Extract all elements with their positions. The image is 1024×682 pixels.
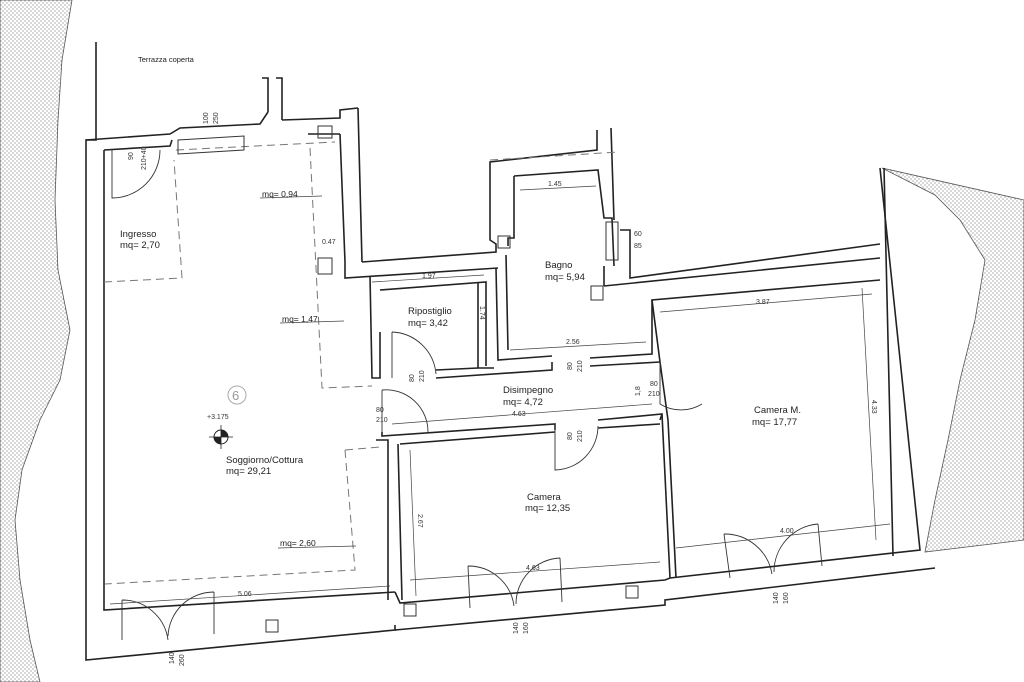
- open-win3-h: 160: [783, 592, 790, 604]
- label-bagno: Bagno: [545, 260, 572, 271]
- open-sog-w: 80: [376, 407, 384, 414]
- terrain-right: [881, 167, 1024, 553]
- area-ingresso: mq= 2,70: [120, 240, 160, 251]
- dim-506: 5.06: [238, 591, 252, 598]
- open-top-h: 250: [213, 112, 220, 124]
- area-bagno: mq= 5,94: [545, 272, 585, 283]
- area-camera: mq= 12,35: [525, 503, 570, 514]
- open-ingresso-w: 90: [128, 152, 135, 160]
- dim-197: 1.97: [422, 273, 436, 280]
- label-terrazza: Terrazza coperta: [138, 55, 195, 64]
- level-mark: +3.175: [207, 414, 229, 421]
- open-cam-w: 80: [567, 432, 574, 440]
- area-ripostiglio: mq= 3,42: [408, 318, 448, 329]
- open-bagno-h: 85: [634, 243, 642, 250]
- open-win3-w: 140: [773, 592, 780, 604]
- open-sog-h: 210: [376, 417, 388, 424]
- open-bagno-w: 60: [634, 231, 642, 238]
- unit-number: 6: [232, 388, 239, 403]
- open-ingresso-h: 210+40: [141, 146, 148, 170]
- area-147: mq= 1,47: [282, 314, 318, 324]
- area-094: mq= 0,94: [262, 189, 298, 199]
- level-target-icon: [209, 425, 233, 449]
- dim-267: 2.67: [416, 514, 423, 528]
- open-win2-h: 160: [523, 622, 530, 634]
- dim-387: 3.87: [756, 299, 770, 306]
- unit-number-circle: [227, 385, 247, 405]
- open-cam-h: 210: [577, 430, 584, 442]
- open-cm-w: 80: [650, 381, 658, 388]
- label-soggiorno: Soggiorno/Cottura: [226, 455, 304, 466]
- area-260: mq= 2,60: [280, 538, 316, 548]
- open-rip-w: 80: [409, 374, 416, 382]
- dim-433: 4.33: [870, 400, 877, 414]
- doors: [111, 135, 823, 641]
- open-win1-h: 260: [179, 654, 186, 666]
- area-soggiorno: mq= 29,21: [226, 466, 271, 477]
- area-disimpegno: mq= 4,72: [503, 397, 543, 408]
- outer-walls: [85, 42, 936, 661]
- open-cm-h: 210: [648, 391, 660, 398]
- label-disimpegno: Disimpegno: [503, 385, 553, 396]
- interior-walls: [369, 254, 881, 601]
- label-camera-m: Camera M.: [754, 405, 801, 416]
- dashed-zones: [103, 141, 619, 585]
- dim-463: 4.63: [512, 411, 526, 418]
- open-cm-side: 1,8: [635, 386, 642, 396]
- terrain-left: [0, 0, 73, 682]
- label-camera: Camera: [527, 492, 562, 503]
- dim-047: 0.47: [322, 239, 336, 246]
- open-rip-h: 210: [419, 370, 426, 382]
- columns: [265, 125, 639, 633]
- dim-174: 1.74: [478, 306, 485, 320]
- dim-463b: 4.63: [526, 565, 540, 572]
- open-win2-w: 140: [513, 622, 520, 634]
- label-ripostiglio: Ripostiglio: [408, 306, 452, 317]
- open-win1-w: 140: [169, 652, 176, 664]
- open-top-w: 100: [203, 112, 210, 124]
- dim-400: 4.00: [780, 528, 794, 535]
- dim-145: 1.45: [548, 181, 562, 188]
- label-ingresso: Ingresso: [120, 229, 156, 240]
- open-bath-w: 80: [567, 362, 574, 370]
- area-camera-m: mq= 17,77: [752, 417, 797, 428]
- dim-256: 2.56: [566, 339, 580, 346]
- open-bath-h: 210: [577, 360, 584, 372]
- dimension-lines: [109, 185, 891, 605]
